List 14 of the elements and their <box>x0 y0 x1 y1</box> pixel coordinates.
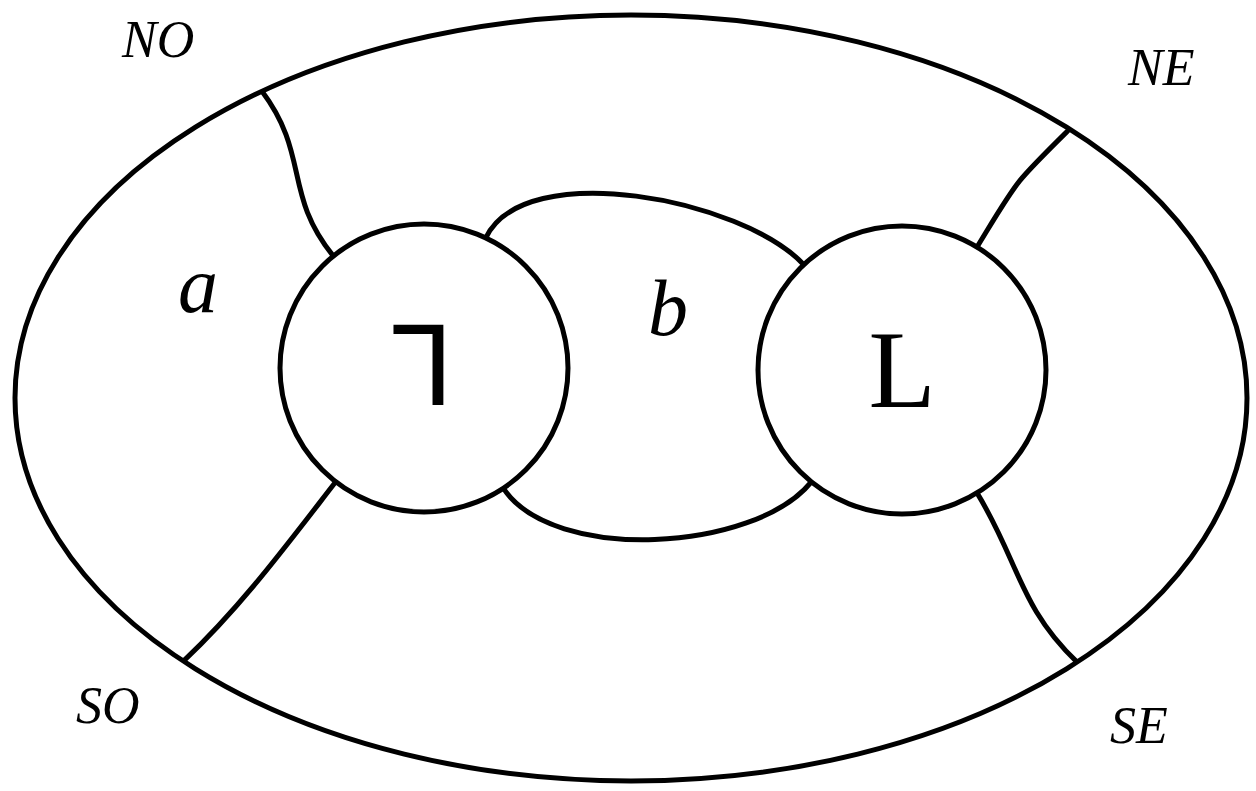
corner-label: SO <box>76 680 140 732</box>
curve-line <box>483 190 806 267</box>
corner-label: SE <box>1110 700 1168 752</box>
corner-label: NO <box>122 14 195 66</box>
curve-line <box>501 480 814 542</box>
letter-label: L <box>868 315 936 425</box>
curve-line <box>181 480 338 663</box>
region-label: a <box>178 245 218 325</box>
corner-label: NE <box>1128 42 1195 94</box>
letter-label: ⅂ <box>393 313 455 423</box>
region-label: b <box>648 268 688 348</box>
curve-line <box>259 89 336 258</box>
curve-line <box>974 491 1079 664</box>
curve-line <box>974 127 1072 249</box>
